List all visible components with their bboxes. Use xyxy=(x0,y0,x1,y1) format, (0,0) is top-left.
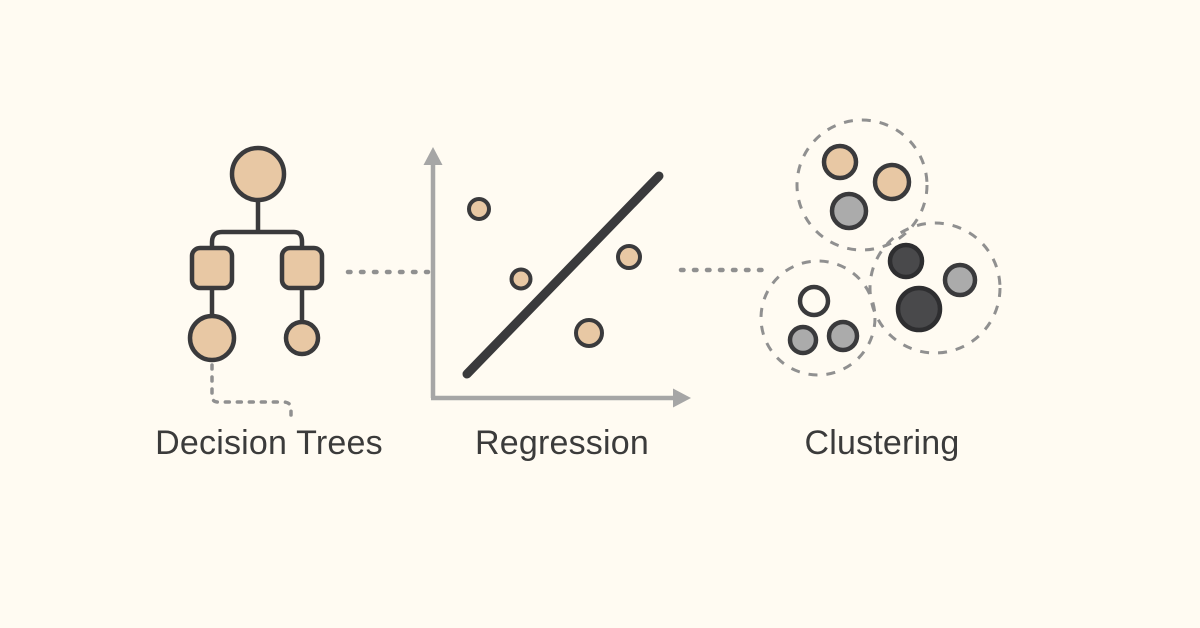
y-axis-arrowhead xyxy=(423,147,443,165)
cluster-point xyxy=(787,324,819,356)
dotted-connector-right xyxy=(674,260,784,280)
dotted-connector-left xyxy=(340,262,440,282)
cluster-point xyxy=(895,285,943,333)
regression-scatter-icon xyxy=(420,140,710,410)
cluster-point xyxy=(872,162,912,202)
cluster-point xyxy=(942,262,978,298)
clustering-label: Clustering xyxy=(804,424,960,462)
scatter-point xyxy=(509,267,533,291)
tree-label-dashed-pointer xyxy=(210,363,293,417)
cluster-point xyxy=(829,191,869,231)
cluster-point xyxy=(826,319,860,353)
cluster-point xyxy=(797,284,831,318)
tree-right-decision-node xyxy=(279,245,325,291)
regression-fit-line xyxy=(462,171,664,379)
scatter-point xyxy=(574,318,604,348)
cluster-point xyxy=(821,143,859,181)
cluster-point xyxy=(887,242,925,280)
tree-left-decision-node xyxy=(189,245,235,291)
tree-root-node xyxy=(229,145,287,203)
scatter-point xyxy=(616,244,642,270)
decision-trees-label: Decision Trees xyxy=(155,424,383,462)
tree-left-leaf-node xyxy=(187,313,237,363)
tree-right-leaf-node xyxy=(283,319,321,357)
cluster-boundary-bottom-left xyxy=(759,259,877,377)
x-axis-arrowhead xyxy=(673,388,691,408)
cluster-boundary-right xyxy=(868,221,1002,355)
clustering-icon xyxy=(750,105,1020,395)
cluster-boundary-top xyxy=(795,118,929,252)
tree-branch-bar xyxy=(209,229,305,250)
scatter-point xyxy=(467,197,491,221)
decision-tree-icon xyxy=(150,140,390,425)
regression-label: Regression xyxy=(475,424,649,462)
